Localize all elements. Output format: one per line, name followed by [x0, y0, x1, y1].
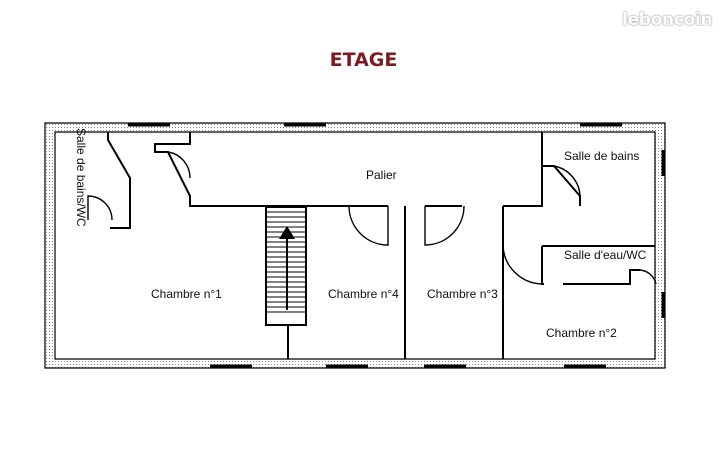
label-palier: Palier: [366, 168, 397, 182]
label-chambre-2: Chambre n°2: [546, 326, 617, 340]
label-chambre-3: Chambre n°3: [427, 287, 498, 301]
door-swing-chambre-3: [424, 205, 465, 246]
door-swing-bath-wc: [87, 195, 113, 221]
door-swing-salle-de-bains: [553, 165, 581, 197]
palier-south-wall: [154, 132, 388, 207]
floor-title: ETAGE: [329, 49, 398, 71]
door-swings: [87, 151, 657, 285]
exterior-wall: [44, 122, 666, 369]
door-swing-palier: [167, 151, 191, 179]
salle-eau-left-wall: [541, 246, 544, 285]
windows: [128, 123, 665, 368]
stair-arrow-head: [279, 226, 295, 239]
palier-south-wall-3: [503, 132, 543, 207]
leboncoin-watermark: leboncoin: [622, 10, 713, 30]
label-salle-de-bains: Salle de bains: [564, 149, 639, 163]
staircase: [265, 206, 307, 326]
bathroom-wc-wall: [107, 132, 131, 229]
door-swing-chambre-2: [502, 244, 543, 285]
salle-eau-bottom-wall: [563, 269, 640, 285]
door-swing-chambre-4: [348, 205, 389, 246]
label-salle-de-bains-wc: Salle de bains/WC: [74, 128, 88, 227]
interior-walls: [107, 132, 655, 359]
label-salle-eau-wc: Salle d'eau/WC: [564, 248, 647, 262]
label-chambre-1: Chambre n°1: [151, 287, 222, 301]
label-chambre-4: Chambre n°4: [328, 287, 399, 301]
door-swing-salle-eau: [639, 269, 657, 285]
salle-de-bains-wall: [542, 165, 581, 206]
